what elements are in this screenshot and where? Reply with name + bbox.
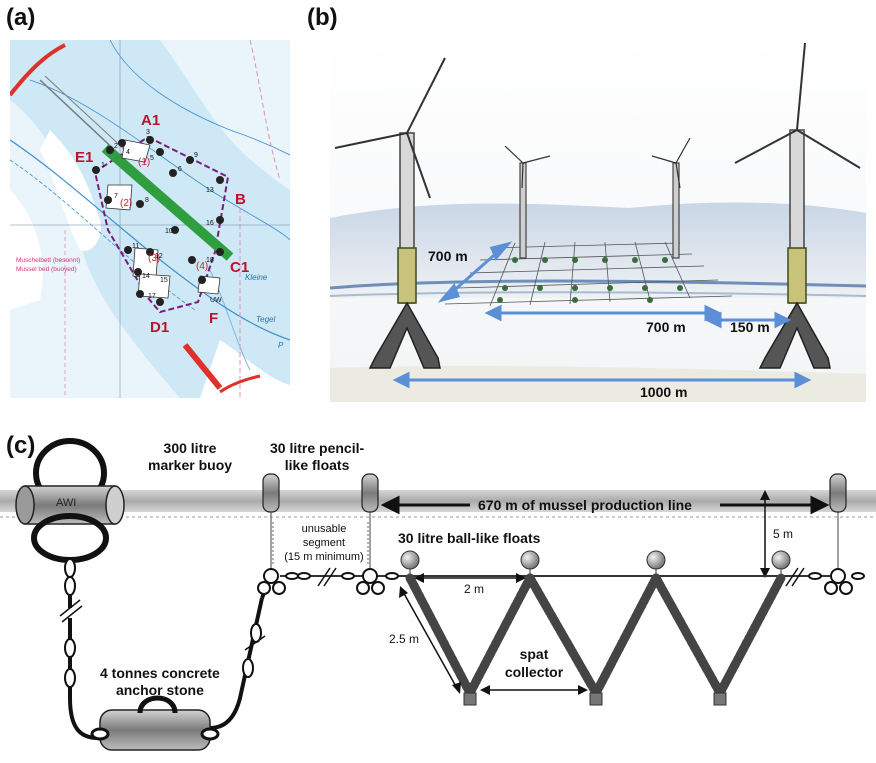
site-f: F (209, 310, 218, 327)
site-d1: D1 (150, 319, 169, 336)
mussel-bed-label-2: Mussel bed (buoyed) (16, 266, 77, 273)
marker-buoy-label: 300 litre marker buoy (148, 440, 232, 474)
unusable-label-1: unusable (301, 523, 347, 535)
unusable-label-3: (15 m minimum) (284, 551, 364, 563)
pencil-floats-label-1: 30 litre pencil- (270, 440, 365, 456)
chart-word-kleine: Kleine (245, 273, 268, 282)
longline-diagram (0, 438, 876, 751)
station-8: 8 (145, 197, 149, 204)
nautical-chart (10, 40, 290, 398)
spat-collector-label: spat collector (504, 645, 564, 681)
anchor-stone-label: 4 tonnes concrete anchor stone (100, 665, 220, 699)
station-16: 16 (206, 220, 214, 227)
mussel-bed-label-1: Muschelbett (besonnt) (16, 257, 80, 264)
area-1-label: (1) (138, 157, 150, 168)
station-11: 11 (132, 243, 139, 250)
dim-150m: 150 m (730, 319, 770, 335)
dim-700m-width: 700 m (646, 319, 686, 335)
chart-word-tegel: Tegel (256, 315, 276, 324)
area-4-label: (4) (196, 261, 208, 272)
chart-annotations: 1 2 4 3 5 6 7 8 9 10 11 12 13 14 15 16 1… (16, 112, 284, 350)
station-14: 14 (142, 273, 150, 280)
station-9: 9 (194, 152, 198, 159)
panel-a-label: (a) (6, 4, 36, 31)
dim-1000m: 1000 m (640, 384, 688, 400)
area-3-label: (3) (148, 253, 160, 264)
area-2-label: (2) (120, 198, 132, 209)
spacing-2m-label: 2 m (464, 582, 485, 596)
marker-buoy-label-2: marker buoy (148, 457, 233, 473)
site-b: B (235, 191, 246, 208)
station-7: 7 (114, 193, 118, 200)
anchor-label-2: anchor stone (115, 682, 204, 698)
station-6: 6 (178, 166, 182, 173)
length-2-5m-label: 2.5 m (389, 632, 420, 646)
unusable-segment-label: unusable segment (15 m minimum) (284, 522, 364, 564)
unusable-label-2: segment (302, 537, 346, 549)
station-12: 12 (155, 253, 163, 260)
station-10: 10 (165, 228, 173, 235)
station-5: 5 (150, 155, 154, 162)
station-2: 2 (114, 143, 118, 150)
panel-b-label: (b) (307, 4, 338, 31)
site-e1: E1 (75, 149, 93, 166)
production-line-label: 670 m of mussel production line (478, 497, 692, 513)
anchor-label-1: 4 tonnes concrete (100, 665, 220, 681)
station-18: 18 (206, 257, 214, 264)
buoy-text: AWI (56, 497, 77, 509)
dim-700m-depth: 700 m (428, 248, 468, 264)
windfarm-sketch (330, 38, 866, 402)
station-3: 3 (146, 129, 150, 136)
site-c1: C1 (230, 259, 249, 276)
station-17: 17 (148, 293, 156, 300)
station-1: 1 (101, 162, 105, 169)
depth-5m-label: 5 m (773, 527, 794, 541)
station-13: 13 (206, 187, 214, 194)
site-a1: A1 (141, 112, 160, 129)
station-4: 4 (126, 149, 130, 156)
spat-label-1: spat (519, 646, 549, 662)
station-uw: UW (210, 297, 222, 304)
pencil-floats-label: 30 litre pencil- like floats (270, 440, 364, 474)
chart-word-p: P (278, 341, 284, 350)
ball-floats-label: 30 litre ball-like floats (398, 530, 541, 546)
station-markers (92, 136, 224, 306)
spat-label-2: collector (504, 664, 564, 680)
station-15: 15 (160, 277, 168, 284)
panel-c-label: (c) (6, 432, 36, 459)
marker-buoy-label-1: 300 litre (163, 440, 217, 456)
pencil-floats-label-2: like floats (284, 457, 350, 473)
